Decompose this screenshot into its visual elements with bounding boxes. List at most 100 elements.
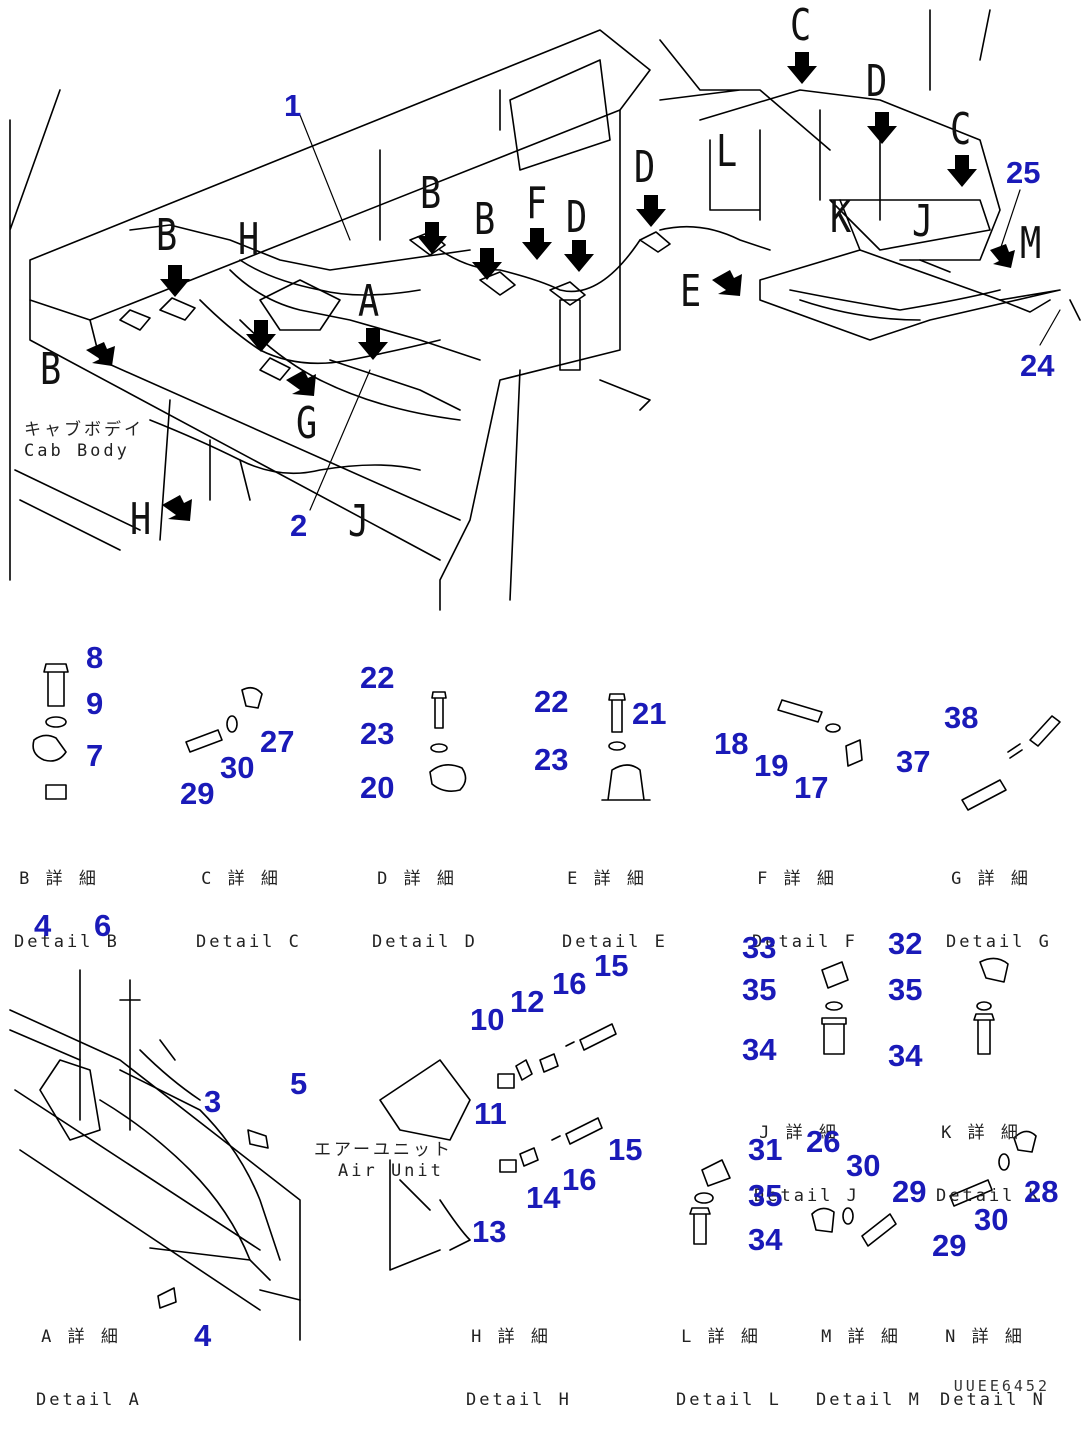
view-letter-d-1: D: [866, 56, 888, 107]
callout-34-l: 34: [748, 1222, 783, 1257]
callout-5: 5: [290, 1066, 308, 1101]
detail-l-drawing: [689, 1159, 731, 1245]
callout-24: 24: [1020, 348, 1055, 383]
callout-13: 13: [472, 1214, 507, 1249]
callout-29: 29: [180, 776, 215, 811]
callout-16-top: 16: [552, 966, 587, 1001]
detail-j-caption-jp: J 詳 細: [759, 1122, 839, 1143]
detail-j-drawing: [821, 961, 849, 1055]
line-art: [9, 9, 1081, 1341]
callout-35-k: 35: [888, 972, 923, 1007]
callout-32: 32: [888, 926, 923, 961]
view-letter-f: F: [526, 178, 548, 229]
detail-j-caption-en: Detail J: [754, 1186, 860, 1207]
callout-38: 38: [944, 700, 979, 735]
view-letter-a: A: [358, 276, 380, 327]
detail-n-drawing: [949, 1130, 1037, 1207]
air-unit-label-en: Air Unit: [338, 1161, 444, 1182]
detail-j-caption: J 詳 細 Detail J: [754, 1080, 860, 1229]
callout-33: 33: [742, 930, 777, 965]
detail-l-caption-jp: L 詳 細: [681, 1326, 761, 1347]
callout-29-m: 29: [892, 1174, 927, 1209]
detail-m-caption-en: Detail M: [816, 1390, 922, 1411]
cab-body-label-jp: キャブボデイ: [24, 420, 144, 440]
main-assembly-drawing: [9, 9, 1081, 611]
detail-h-drawing: [379, 1023, 617, 1271]
detail-g-drawing: [961, 715, 1061, 811]
callout-19: 19: [754, 748, 789, 783]
callout-34-k: 34: [888, 1038, 923, 1073]
detail-k-drawing: [973, 957, 1009, 1055]
callout-35-l: 35: [748, 1178, 783, 1213]
detail-k-caption-jp: K 詳 細: [941, 1122, 1021, 1143]
callout-37: 37: [896, 744, 931, 779]
detail-l-caption-en: Detail L: [676, 1390, 782, 1411]
view-letter-c-1: C: [790, 0, 812, 51]
callout-30-n: 30: [974, 1202, 1009, 1237]
parts-diagram-sheet: 1 2 25 24 C D C L B B F D D K J A B G H …: [9, 0, 1081, 1410]
view-letter-h: H: [130, 494, 152, 545]
callout-17: 17: [794, 770, 829, 805]
detail-d-drawing: [429, 691, 467, 792]
callout-26: 26: [806, 1124, 841, 1159]
view-letter-b-1: B: [420, 168, 442, 219]
callout-15-top: 15: [594, 948, 629, 983]
view-letter-d-3: D: [634, 142, 656, 193]
callout-21: 21: [632, 696, 667, 731]
callout-27: 27: [260, 724, 295, 759]
detail-n-caption-jp: N 詳 細: [945, 1326, 1025, 1347]
callout-1: 1: [284, 88, 302, 123]
view-letter-g: G: [296, 398, 318, 449]
detail-e-drawing: [601, 693, 651, 801]
view-letter-j-1: J: [912, 196, 934, 247]
callout-23: 23: [360, 716, 395, 751]
detail-a-caption: A 詳 細 Detail A: [36, 1284, 139, 1433]
view-letter-m: M: [1020, 218, 1042, 269]
view-letter-e: E: [680, 266, 702, 317]
detail-d-caption-jp: D 詳 細: [377, 868, 457, 889]
detail-h-caption-jp: H 詳 細: [471, 1326, 551, 1347]
view-letter-c-2: C: [950, 104, 972, 155]
detail-f-caption-en: Detail F: [752, 932, 858, 953]
detail-m-caption-jp: M 詳 細: [821, 1326, 901, 1347]
detail-f-caption: F 詳 細 Detail F: [752, 826, 858, 975]
callout-29-n: 29: [932, 1228, 967, 1263]
callout-11: 11: [474, 1096, 507, 1131]
view-letter-j-2: J: [348, 496, 370, 547]
callout-2: 2: [290, 508, 308, 543]
air-unit-label-jp: エアーユニット: [314, 1140, 453, 1160]
detail-e-caption-jp: E 詳 細: [567, 868, 647, 889]
callout-8: 8: [86, 640, 104, 675]
callout-12: 12: [510, 984, 545, 1019]
view-letter-l: L: [716, 126, 738, 177]
detail-m-caption: M 詳 細 Detail M: [816, 1284, 922, 1433]
view-letter-b-3: B: [40, 344, 62, 395]
view-arrows: [86, 52, 1015, 521]
view-letter-b-4: B: [156, 210, 178, 261]
detail-k-caption: K 詳 細 Detail K: [936, 1080, 1039, 1229]
detail-b-caption-en: Detail B: [14, 932, 120, 953]
callout-3: 3: [204, 1084, 222, 1119]
detail-b-caption: B 詳 細 Detail B: [14, 826, 120, 975]
callout-22: 22: [360, 660, 395, 695]
view-letter-b-2: B: [474, 194, 496, 245]
callout-18: 18: [714, 726, 749, 761]
detail-e-caption-en: Detail E: [562, 932, 668, 953]
view-letter-d-2: D: [566, 192, 588, 243]
callout-30-m: 30: [846, 1148, 881, 1183]
detail-g-caption: G 詳 細 Detail G: [946, 826, 1052, 975]
detail-a-drawing: [9, 969, 301, 1341]
detail-c-caption-en: Detail C: [196, 932, 302, 953]
drawing-id: UUEE6452: [953, 1377, 1050, 1395]
cab-body-label: キャブボデイ Cab Body: [24, 420, 144, 463]
detail-b-drawing: [32, 663, 69, 800]
detail-g-caption-en: Detail G: [946, 932, 1052, 953]
leader-lines: [299, 114, 1061, 511]
callout-35-j: 35: [742, 972, 777, 1007]
detail-f-caption-jp: F 詳 細: [757, 868, 837, 889]
callout-16-bottom: 16: [562, 1162, 597, 1197]
detail-l-caption: L 詳 細 Detail L: [676, 1284, 782, 1433]
detail-m-drawing: [811, 1207, 897, 1247]
detail-e-caption: E 詳 細 Detail E: [562, 826, 668, 975]
detail-n-caption: N 詳 細 Detail N: [940, 1284, 1043, 1433]
